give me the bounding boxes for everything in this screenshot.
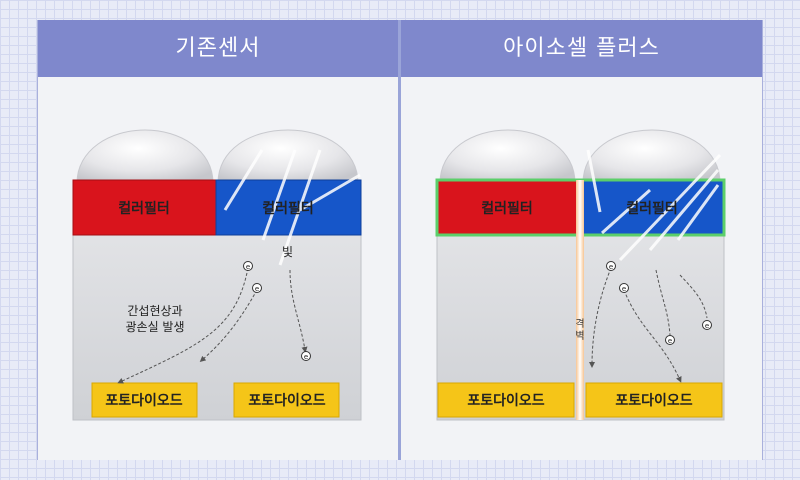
light-rays-right (586, 149, 722, 262)
electron-right-3 (665, 335, 675, 345)
header-existing-sensor: 기존센서 (38, 20, 398, 77)
microlens-left-1 (76, 129, 214, 184)
photodiode-right-2 (585, 382, 723, 418)
electron-right-4 (702, 320, 712, 330)
labels-right: 컬러필터 컬러필터 격 벽 e e e e 포토다이오드 포토다이오드 (467, 200, 709, 409)
microlens-right-1 (439, 129, 576, 184)
electron-left-3 (301, 351, 311, 361)
barrier-label-char2: 벽 (575, 330, 584, 342)
electron-paths-right (589, 267, 708, 383)
header-isocell-plus: 아이소셀 플러스 (401, 20, 762, 77)
header-title-existing: 기존센서 (175, 36, 261, 61)
interference-label-line2: 광손실 발생 (125, 320, 184, 334)
header-title-isocell: 아이소셀 플러스 (503, 36, 660, 61)
photodiode-right-1 (437, 382, 575, 418)
electron-right-1 (606, 261, 616, 271)
existing-sensor-stack (72, 129, 362, 421)
electron-paths-left (117, 267, 308, 384)
isocell-sensor-stack (435, 129, 726, 421)
electron-right-2 (619, 283, 629, 293)
electron-symbol-left-1: e (246, 263, 250, 271)
electrons-right (606, 261, 712, 345)
photodiode-label-left-2: 포토다이오드 (248, 392, 325, 409)
center-divider (398, 20, 401, 460)
color-filter-label-blue-left: 컬러필터 (262, 200, 314, 217)
color-filter-label-red-left: 컬러필터 (118, 200, 170, 217)
electron-symbol-right-1: e (609, 263, 613, 271)
color-filter-label-blue-right: 컬러필터 (626, 200, 678, 217)
microlens-right-2 (582, 129, 721, 184)
microlens-left-2 (217, 129, 359, 184)
photodiode-label-right-2: 포토다이오드 (615, 392, 692, 409)
electrons-left (243, 261, 311, 361)
electron-left-1 (243, 261, 253, 271)
barrier-wall (576, 180, 584, 420)
photodiode-left-1 (91, 382, 198, 418)
interference-label-line1: 간섭현상과 (127, 304, 182, 318)
electron-symbol-right-3: e (668, 337, 672, 345)
electron-symbol-right-4: e (705, 322, 709, 330)
light-label: 빛 (282, 245, 293, 259)
color-filter-label-red-right: 컬러필터 (481, 200, 533, 217)
electron-symbol-left-2: e (255, 285, 259, 293)
photodiode-label-right-1: 포토다이오드 (467, 392, 544, 409)
labels-left: 컬러필터 컬러필터 빛 간섭현상과 광손실 발생 e e e 포토다이오드 포토… (105, 200, 325, 409)
electron-symbol-left-3: e (304, 353, 308, 361)
electron-symbol-right-2: e (622, 285, 626, 293)
barrier-label-char1: 격 (575, 317, 584, 330)
electron-left-2 (252, 283, 262, 293)
photodiode-left-2 (233, 382, 340, 418)
photodiode-label-left-1: 포토다이오드 (105, 392, 182, 409)
light-rays-left (223, 149, 361, 266)
